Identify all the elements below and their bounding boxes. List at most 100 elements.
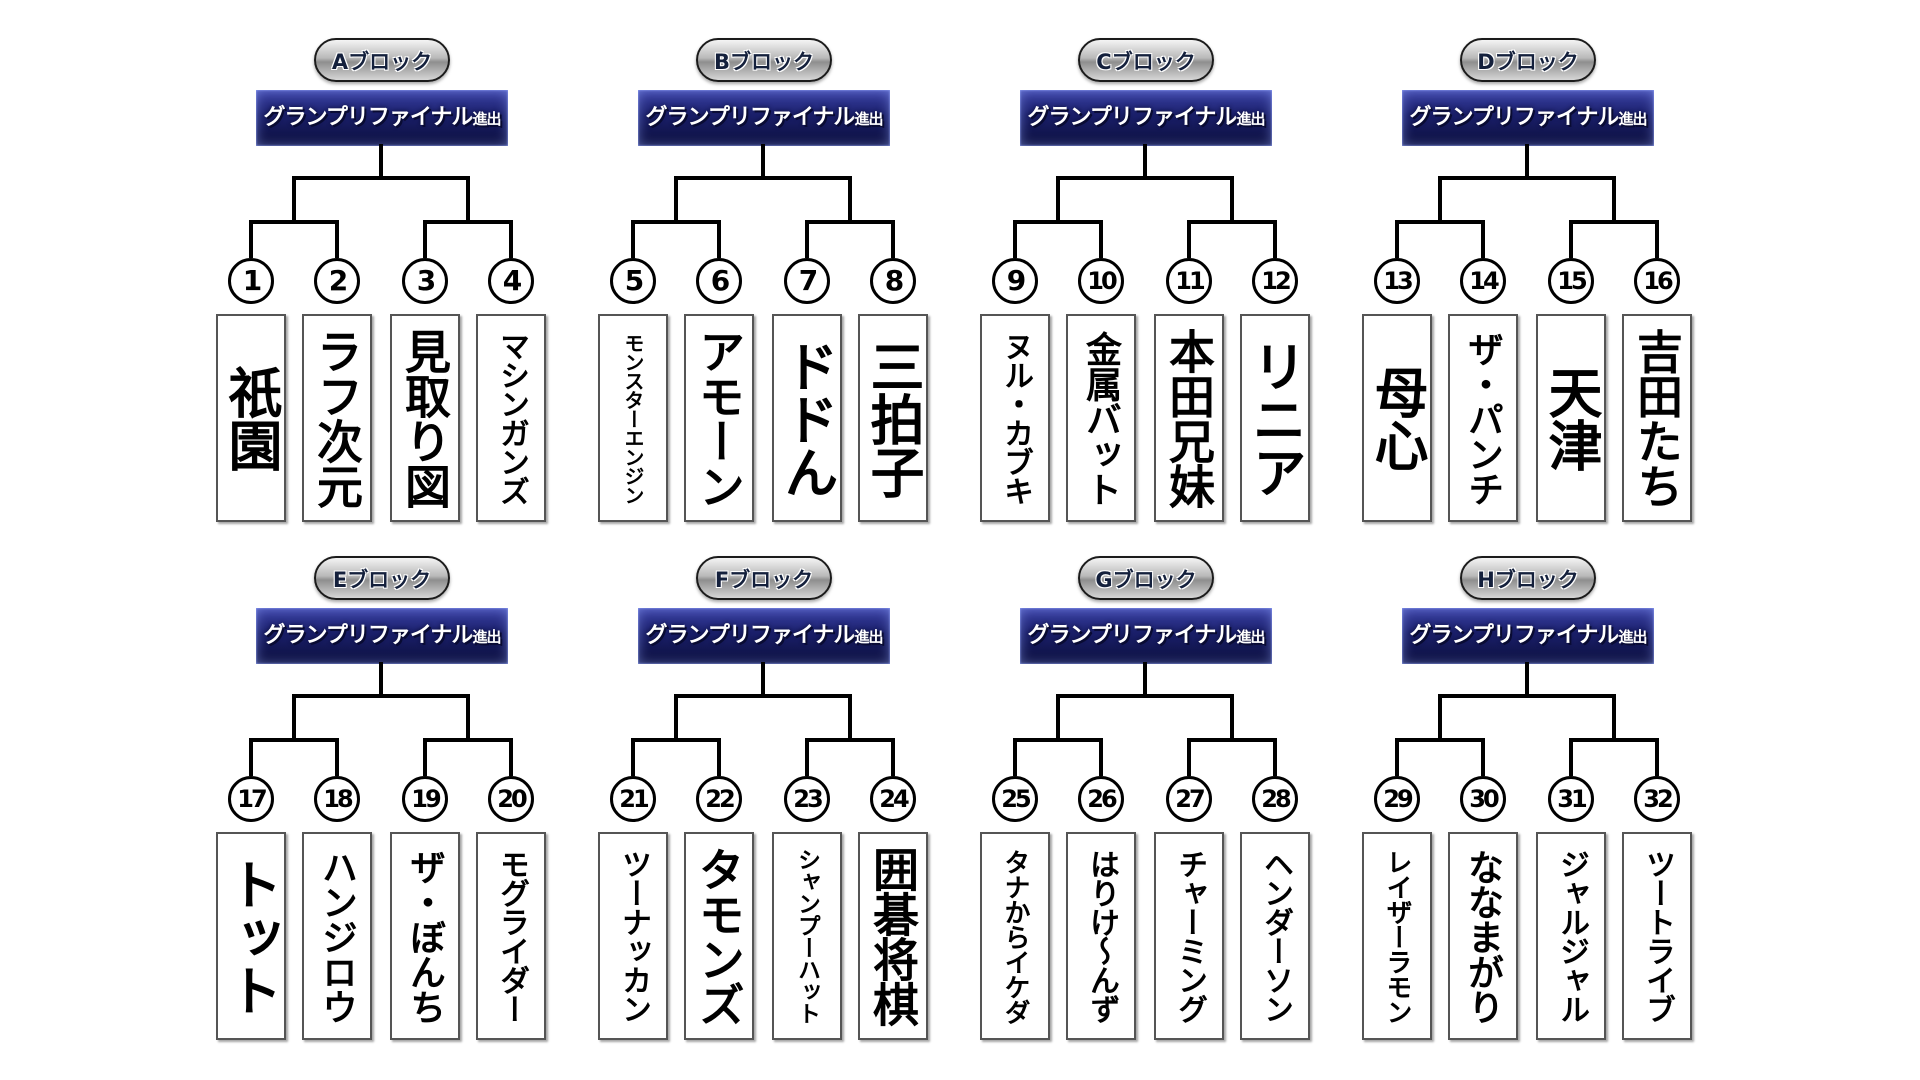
- entry-name-card: 母心: [1362, 314, 1432, 522]
- entry-number: 5: [610, 258, 656, 304]
- entry-number: 8: [870, 258, 916, 304]
- entry-number: 7: [784, 258, 830, 304]
- entry-name-card: モグライダー: [476, 832, 546, 1040]
- entry-name: 天津: [1539, 365, 1603, 471]
- entry-number: 30: [1460, 776, 1506, 822]
- block-label: Fブロック: [696, 556, 832, 600]
- entry-name-card: シャンプーハット: [772, 832, 842, 1040]
- entry-number: 4: [488, 258, 534, 304]
- entry-name: ラフ次元: [310, 328, 364, 508]
- entry-number: 3: [402, 258, 448, 304]
- entry-name-card: ザ・ぼんち: [390, 832, 460, 1040]
- entry-name-card: リニア: [1240, 314, 1310, 522]
- entry-name: タナからイケダ: [1000, 848, 1030, 1024]
- entry-name-card: 祇園: [216, 314, 286, 522]
- entry-number: 25: [992, 776, 1038, 822]
- bracket-lines: [249, 662, 513, 776]
- banner-small-text: 進出: [854, 628, 883, 646]
- entry-name: ヘンダーソン: [1258, 849, 1293, 1023]
- entry-name: ザ・ぼんち: [404, 848, 446, 1024]
- entry-number: 11: [1166, 258, 1212, 304]
- entry-number: 31: [1548, 776, 1594, 822]
- entry-number: 9: [992, 258, 1038, 304]
- entry-name: 三拍子: [861, 338, 925, 498]
- entry-number: 15: [1548, 258, 1594, 304]
- entry-name-card: タモンズ: [684, 832, 754, 1040]
- grand-prix-final-banner: グランプリファイナル進出: [256, 608, 508, 664]
- entry-name-card: ツートライブ: [1622, 832, 1692, 1040]
- grand-prix-final-banner: グランプリファイナル進出: [1020, 608, 1272, 664]
- entry-number: 24: [870, 776, 916, 822]
- banner-small-text: 進出: [472, 110, 501, 128]
- entry-name: レイザーラモン: [1382, 848, 1412, 1024]
- entry-number: 16: [1634, 258, 1680, 304]
- entry-name: チャーミング: [1172, 849, 1207, 1023]
- banner-text: グランプリファイナル: [645, 105, 856, 130]
- block-label: Eブロック: [314, 556, 450, 600]
- entry-name-card: チャーミング: [1154, 832, 1224, 1040]
- bracket-lines: [631, 662, 895, 776]
- entry-name-card: ヌル・カブキ: [980, 314, 1050, 522]
- entry-name: ドドん: [775, 338, 839, 498]
- entry-name: ザ・パンチ: [1462, 330, 1504, 506]
- banner-small-text: 進出: [854, 110, 883, 128]
- bracket-lines: [1395, 662, 1659, 776]
- entry-name: 本田兄妹: [1162, 328, 1216, 508]
- banner-small-text: 進出: [1618, 110, 1647, 128]
- entry-name-card: 見取り図: [390, 314, 460, 522]
- entry-name-card: ドドん: [772, 314, 842, 522]
- entry-name: はりけ〜んず: [1084, 849, 1119, 1023]
- entry-name: アモーン: [692, 328, 746, 508]
- banner-text: グランプリファイナル: [1027, 105, 1238, 130]
- entry-number: 19: [402, 776, 448, 822]
- entry-name-card: アモーン: [684, 314, 754, 522]
- banner-small-text: 進出: [1618, 628, 1647, 646]
- entry-name-card: レイザーラモン: [1362, 832, 1432, 1040]
- entry-name: ジャルジャル: [1554, 849, 1589, 1023]
- bracket-lines: [631, 144, 895, 258]
- entry-name-card: ヘンダーソン: [1240, 832, 1310, 1040]
- grand-prix-final-banner: グランプリファイナル進出: [638, 608, 890, 664]
- banner-text: グランプリファイナル: [1409, 623, 1620, 648]
- entry-number: 21: [610, 776, 656, 822]
- entry-name: 見取り図: [398, 328, 452, 508]
- entry-number: 23: [784, 776, 830, 822]
- banner-text: グランプリファイナル: [263, 105, 474, 130]
- bracket-lines: [1013, 144, 1277, 258]
- banner-small-text: 進出: [472, 628, 501, 646]
- entry-name-card: 三拍子: [858, 314, 928, 522]
- entry-name: 母心: [1365, 365, 1429, 471]
- banner-text: グランプリファイナル: [1027, 623, 1238, 648]
- entry-name: シャンプーハット: [793, 848, 821, 1024]
- entry-name-card: ハンジロウ: [302, 832, 372, 1040]
- entry-name: 金属バット: [1080, 330, 1122, 506]
- entry-name-card: タナからイケダ: [980, 832, 1050, 1040]
- entry-name: ツートライブ: [1640, 849, 1675, 1023]
- entry-name-card: トット: [216, 832, 286, 1040]
- grand-prix-final-banner: グランプリファイナル進出: [256, 90, 508, 146]
- block-label: Aブロック: [314, 38, 450, 82]
- bracket-lines: [249, 144, 513, 258]
- banner-text: グランプリファイナル: [1409, 105, 1620, 130]
- entry-number: 14: [1460, 258, 1506, 304]
- entry-name-card: ツーナッカン: [598, 832, 668, 1040]
- entry-number: 32: [1634, 776, 1680, 822]
- entry-name: モンスターエンジン: [621, 332, 645, 504]
- block-label: Dブロック: [1460, 38, 1596, 82]
- entry-number: 20: [488, 776, 534, 822]
- entry-name: ななまがり: [1462, 848, 1504, 1024]
- entry-number: 18: [314, 776, 360, 822]
- banner-small-text: 進出: [1236, 628, 1265, 646]
- entry-name-card: 囲碁将棋: [858, 832, 928, 1040]
- banner-text: グランプリファイナル: [645, 623, 856, 648]
- entry-number: 27: [1166, 776, 1212, 822]
- entry-number: 2: [314, 258, 360, 304]
- entry-number: 10: [1078, 258, 1124, 304]
